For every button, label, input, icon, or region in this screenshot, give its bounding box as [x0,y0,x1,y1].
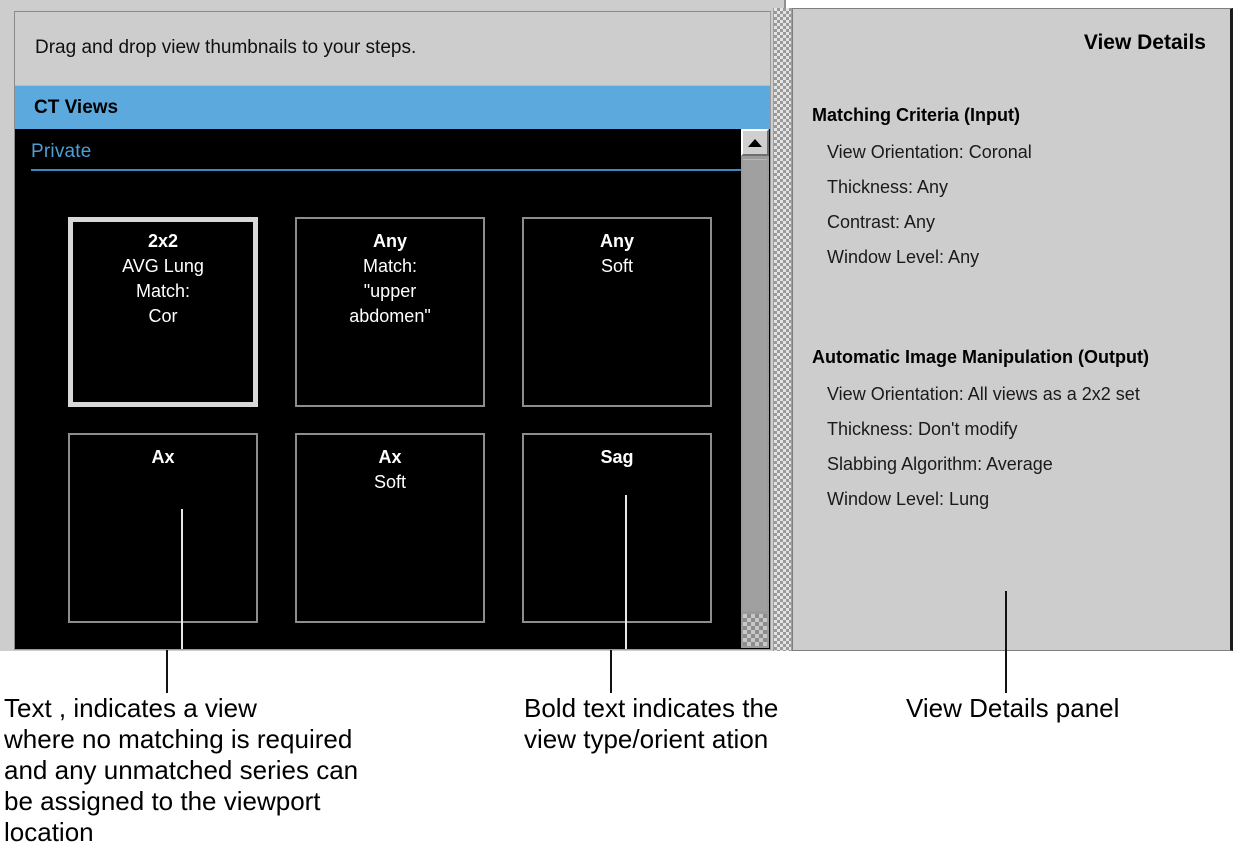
thumbnail-detail-line: Soft [600,256,634,276]
views-browser-panel: Drag and drop view thumbnails to your st… [0,0,786,651]
thumbnail-labels: Ax [70,445,256,470]
thumbnail-detail-line: Match: [135,281,191,301]
leader-line-sag-lower [610,650,612,693]
scrollbar-track[interactable] [743,614,767,646]
detail-row: Window Level: Lung [827,489,990,509]
section-heading: Automatic Image Manipulation (Output) [812,347,1149,367]
detail-row: Window Level: Any [827,247,980,267]
thumbnail-view-type: Any [372,231,407,251]
triangle-up-icon [748,138,762,147]
thumb-sag[interactable]: Sag [522,433,712,623]
leader-line-view-details [1005,591,1007,693]
leader-line-sag [625,495,627,649]
thumbnail-detail-line: Cor [148,306,178,326]
detail-row: Thickness: Don't modify [827,419,1018,439]
thumbnail-detail-line: "upper [363,281,417,301]
thumbnail-view-type: Sag [600,447,634,467]
detail-row: View Orientation: Coronal [827,142,1032,162]
ct-views-label: CT Views [34,97,119,118]
thumbnail-detail-line: Soft [373,472,407,492]
scrollbar-thumb[interactable] [743,159,767,611]
thumbnail-detail-line: Match: [362,256,418,276]
annotation-plain-text: Text , indicates a view where no matchin… [4,693,359,847]
view-details-panel: View Details Matching Criteria (Input) V… [792,8,1233,651]
views-browser-inner: Drag and drop view thumbnails to your st… [14,11,771,650]
thumbnail-view-type: Ax [378,447,402,467]
scrollbar-up-button[interactable] [741,129,769,156]
leader-line-ax [181,509,183,649]
thumbnail-view-type: Ax [151,447,175,467]
application-window: Drag and drop view thumbnails to your st… [0,0,1233,651]
views-scrollbar[interactable] [741,129,769,648]
detail-row: Thickness: Any [827,177,949,197]
group-private-label: Private [31,141,92,162]
thumbnail-labels: Sag [524,445,710,470]
thumb-ax[interactable]: Ax [68,433,258,623]
detail-row: Slabbing Algorithm: Average [827,454,1053,474]
group-private: Private [31,141,743,171]
section-heading: Matching Criteria (Input) [812,105,1020,125]
hint-text: Drag and drop view thumbnails to your st… [35,37,417,58]
view-details-title: View Details [1083,31,1206,54]
detail-row: Contrast: Any [827,212,936,232]
leader-line-ax-lower [166,650,168,693]
annotation-view-details: View Details panel [906,693,1120,723]
thumbnail-detail-line: AVG Lung [122,256,204,276]
thumbnail-view-type: Any [599,231,634,251]
ct-views-header[interactable]: CT Views [15,85,770,129]
automatic-image-manipulation-section: Automatic Image Manipulation (Output) Vi… [812,347,1222,524]
panel-splitter[interactable] [773,8,792,651]
thumbnail-detail-line: abdomen" [349,306,431,326]
annotation-bold-text: Bold text indicates the view type/orient… [524,693,779,754]
group-divider [31,169,743,171]
hint-bar: Drag and drop view thumbnails to your st… [15,12,770,85]
matching-criteria-section: Matching Criteria (Input) View Orientati… [812,105,1222,282]
thumbnail-view-type: 2x2 [147,231,179,251]
detail-row: View Orientation: All views as a 2x2 set [827,384,1140,404]
